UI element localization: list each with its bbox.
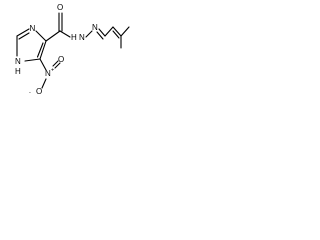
- bond-nitro-n-o-left: [41, 78, 47, 89]
- bond-c4-c5-double: [36, 42, 44, 58]
- bond-ch-c: [112, 26, 122, 37]
- bond-ch-ch: [104, 26, 114, 37]
- bond-nh-n: [85, 30, 93, 38]
- hydrazone-chain: [45, 12, 130, 49]
- atom-nitro-charge-minus: -: [29, 89, 31, 95]
- bond-c4-carbonyl-c: [45, 30, 61, 42]
- nitro-group: [39, 58, 61, 89]
- atom-n-nitro: N: [45, 69, 51, 78]
- atom-o-nitro-left: O: [36, 87, 42, 96]
- bond-c5-n1: [24, 58, 41, 62]
- atom-n-imine: N: [92, 23, 98, 32]
- bond-ch-c-double: [112, 30, 120, 39]
- bond-n-ch-double: [96, 31, 104, 40]
- atom-n-amide: N: [79, 33, 85, 42]
- chemical-structure-diagram: N N H O N H N N + O O -: [15, 3, 130, 96]
- atom-o-nitro-top: O: [58, 55, 64, 64]
- bond-c-methyl-up: [120, 26, 130, 37]
- bond-nitro-n-o-top-double: [54, 62, 61, 69]
- atom-n-ring-nh: N: [15, 57, 21, 66]
- bond-c2-n3: [16, 28, 30, 37]
- bond-c4-c5: [39, 40, 47, 60]
- bond-c5-nitro-n: [39, 58, 47, 71]
- bond-n-ch: [98, 28, 106, 37]
- atom-h-ring-nh: H: [15, 67, 21, 76]
- bond-c-nh: [59, 30, 71, 38]
- bond-c2-n3-double: [18, 32, 30, 40]
- atom-o-carbonyl: O: [57, 3, 63, 12]
- bond-nitro-n-o-top: [52, 60, 59, 67]
- atom-h-amide: H: [71, 33, 77, 42]
- imidazole-ring: [16, 28, 47, 62]
- atom-n-ring-top: N: [30, 24, 36, 33]
- atom-nitro-charge-plus: +: [51, 67, 54, 73]
- bond-n3-c4: [35, 30, 47, 42]
